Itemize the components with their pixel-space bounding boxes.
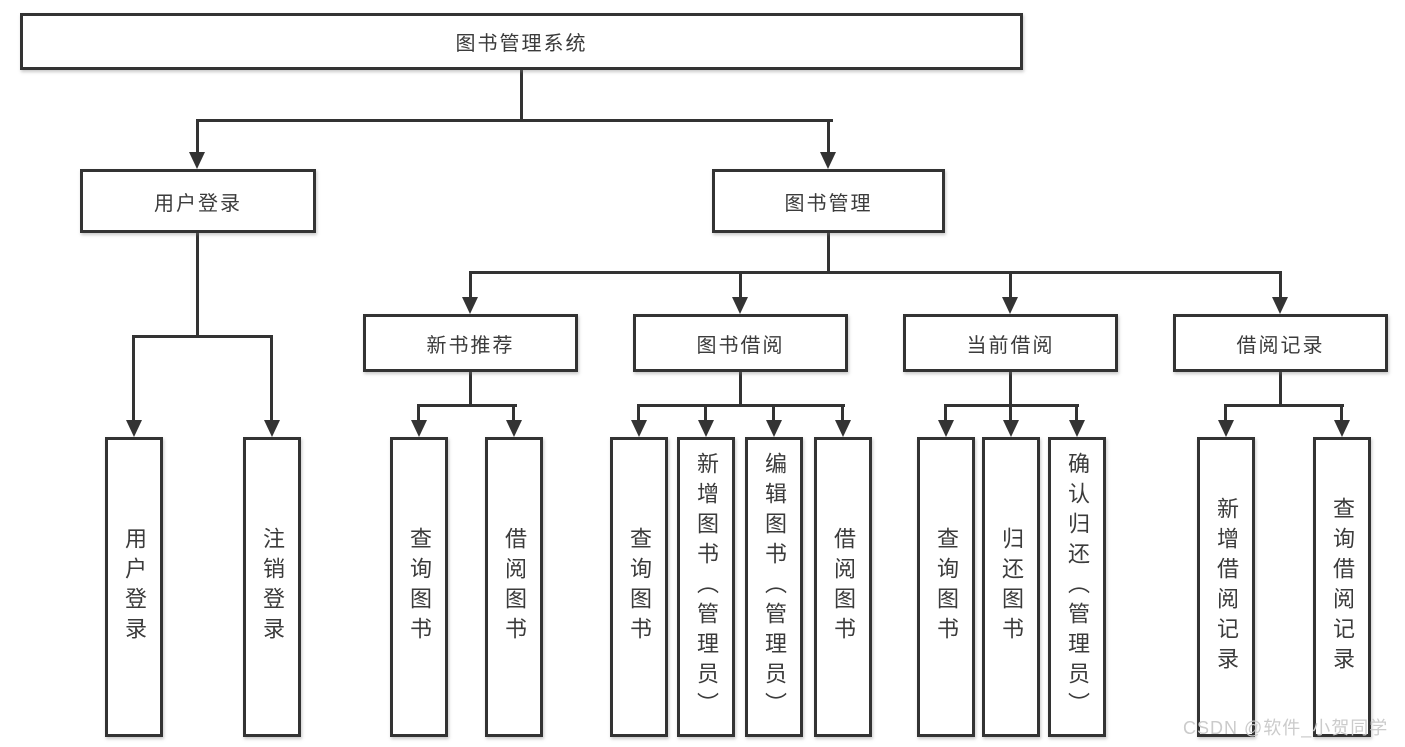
connector-line xyxy=(637,404,640,422)
arrow-down-icon xyxy=(126,420,142,437)
arrow-down-icon xyxy=(264,420,280,437)
connector-line xyxy=(520,70,523,122)
node-user-login: 用户登录 xyxy=(80,169,316,233)
arrow-down-icon xyxy=(189,152,205,169)
arrow-down-icon xyxy=(732,297,748,314)
connector-line xyxy=(270,335,273,422)
connector-line xyxy=(469,372,472,406)
connector-line xyxy=(1009,372,1012,406)
connector-line xyxy=(417,404,517,407)
leaf-confirm-return-admin: 确认归还（管理员） xyxy=(1048,437,1106,737)
connector-line xyxy=(827,233,830,273)
arrow-down-icon xyxy=(698,420,714,437)
arrow-down-icon xyxy=(766,420,782,437)
connector-line xyxy=(469,271,472,299)
arrow-down-icon xyxy=(835,420,851,437)
connector-line xyxy=(196,119,199,155)
node-book-management: 图书管理 xyxy=(712,169,945,233)
connector-line xyxy=(469,271,1282,274)
arrow-down-icon xyxy=(1069,420,1085,437)
connector-line xyxy=(196,233,199,338)
leaf-add-borrow-record: 新增借阅记录 xyxy=(1197,437,1255,737)
arrow-down-icon xyxy=(938,420,954,437)
node-current-borrow: 当前借阅 xyxy=(903,314,1118,372)
arrow-down-icon xyxy=(1003,420,1019,437)
arrow-down-icon xyxy=(631,420,647,437)
arrow-down-icon xyxy=(1334,420,1350,437)
arrow-down-icon xyxy=(462,297,478,314)
leaf-add-books-admin: 新增图书（管理员） xyxy=(677,437,735,737)
connector-line xyxy=(132,335,135,422)
node-book-borrow: 图书借阅 xyxy=(633,314,848,372)
arrow-down-icon xyxy=(1272,297,1288,314)
leaf-logout: 注销登录 xyxy=(243,437,301,737)
connector-line xyxy=(827,119,830,155)
leaf-query-books-current: 查询图书 xyxy=(917,437,975,737)
node-borrow-records: 借阅记录 xyxy=(1173,314,1388,372)
connector-line xyxy=(944,404,947,422)
arrow-down-icon xyxy=(411,420,427,437)
leaf-borrow-books: 借阅图书 xyxy=(814,437,872,737)
connector-line xyxy=(841,404,844,422)
connector-line xyxy=(1279,372,1282,406)
connector-line xyxy=(132,335,273,338)
leaf-edit-books-admin: 编辑图书（管理员） xyxy=(745,437,803,737)
connector-line xyxy=(739,372,742,406)
leaf-query-books-recommend: 查询图书 xyxy=(390,437,448,737)
connector-line xyxy=(704,404,707,422)
connector-line xyxy=(1224,404,1227,422)
arrow-down-icon xyxy=(1218,420,1234,437)
connector-line xyxy=(1009,404,1012,422)
arrow-down-icon xyxy=(820,152,836,169)
arrow-down-icon xyxy=(1002,297,1018,314)
leaf-return-books: 归还图书 xyxy=(982,437,1040,737)
connector-line xyxy=(196,119,833,122)
csdn-watermark: CSDN @软件_小贺同学 xyxy=(1183,718,1389,738)
arrow-down-icon xyxy=(506,420,522,437)
node-root-system: 图书管理系统 xyxy=(20,13,1023,70)
connector-line xyxy=(637,404,845,407)
connector-line xyxy=(1279,271,1282,299)
connector-line xyxy=(772,404,775,422)
connector-line xyxy=(1009,271,1012,299)
leaf-query-books-borrow: 查询图书 xyxy=(610,437,668,737)
node-new-book-recommend: 新书推荐 xyxy=(363,314,578,372)
connector-line xyxy=(512,404,515,422)
connector-line xyxy=(417,404,420,422)
connector-line xyxy=(739,271,742,299)
leaf-borrow-books-recommend: 借阅图书 xyxy=(485,437,543,737)
connector-line xyxy=(1224,404,1344,407)
leaf-query-borrow-record: 查询借阅记录 xyxy=(1313,437,1371,737)
leaf-user-login: 用户登录 xyxy=(105,437,163,737)
connector-line xyxy=(1075,404,1078,422)
connector-line xyxy=(1340,404,1343,422)
